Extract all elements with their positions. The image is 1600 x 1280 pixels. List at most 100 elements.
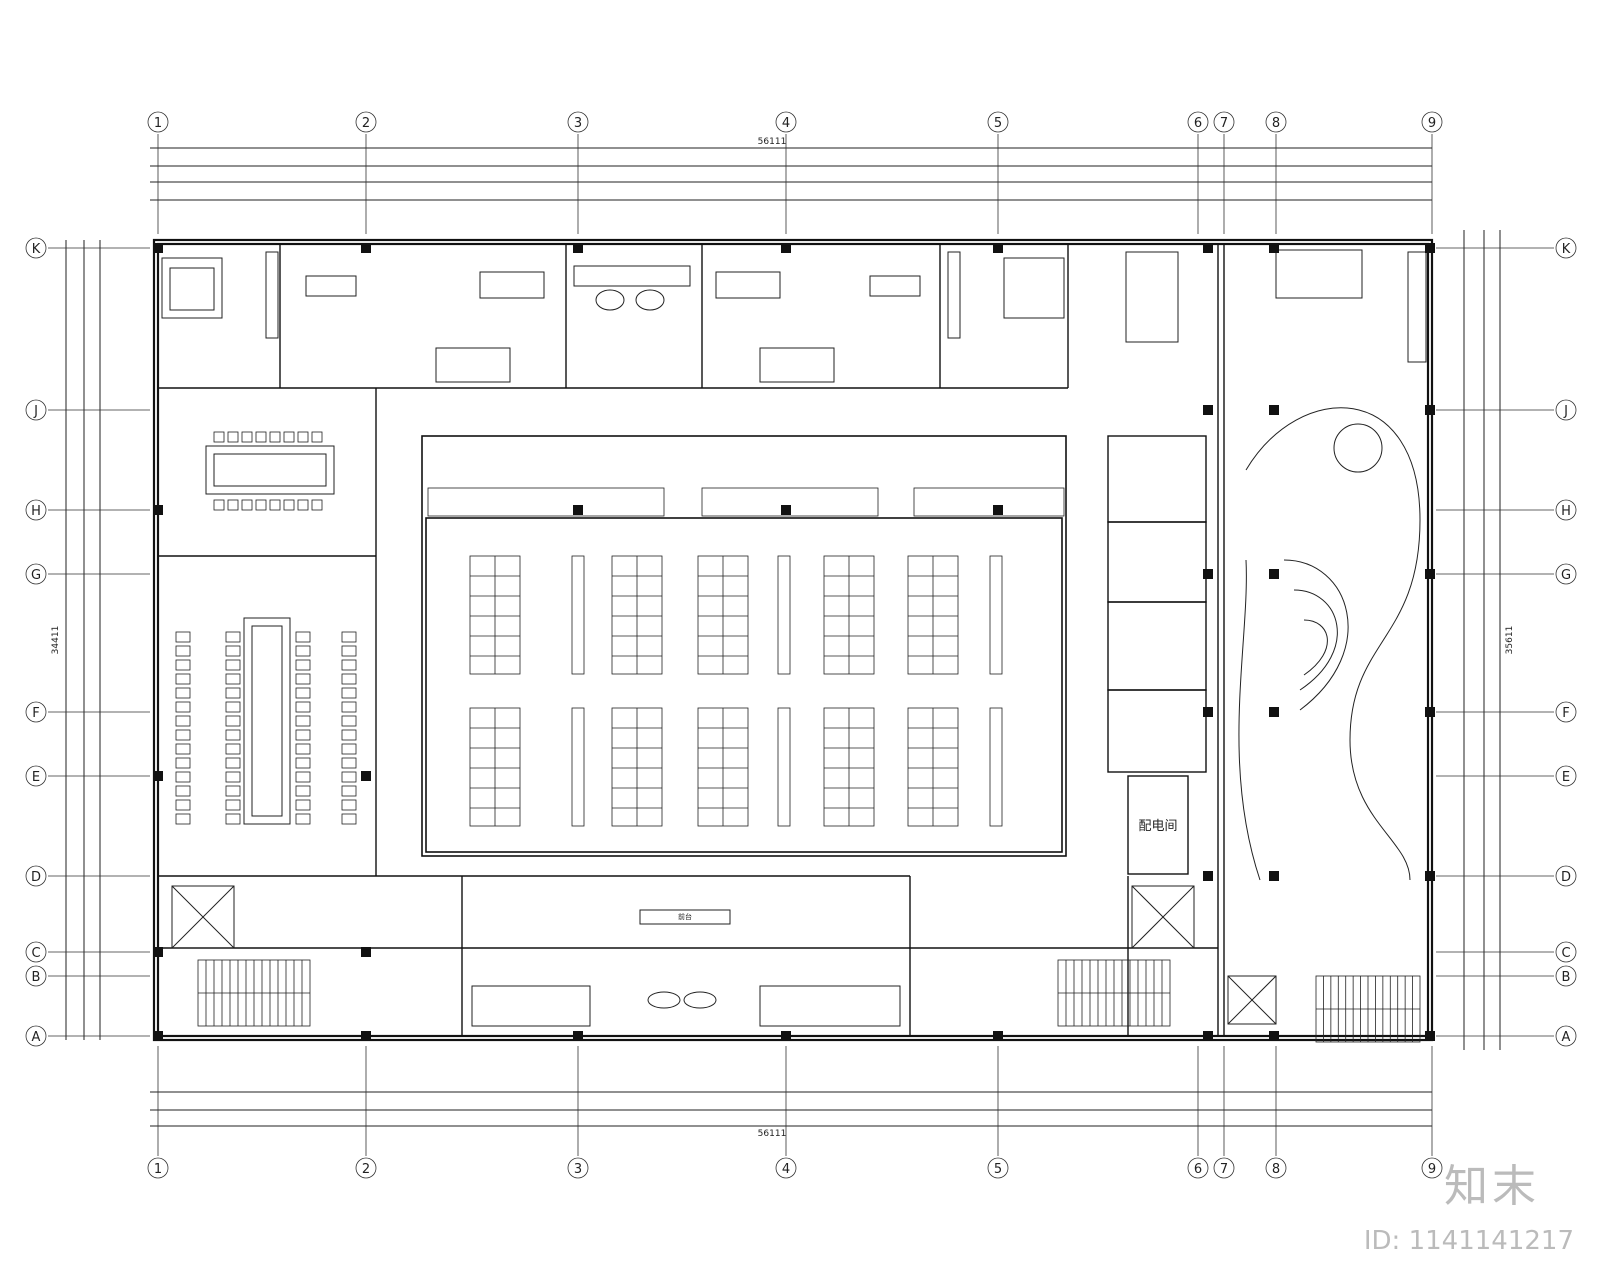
overall-dim-left: 34411 xyxy=(51,626,61,655)
chair xyxy=(213,499,225,511)
chair xyxy=(311,499,323,511)
grid-label-col: 1 xyxy=(154,1162,162,1177)
grid-bubble-row xyxy=(1555,765,1577,787)
chair xyxy=(225,757,241,769)
grid-bubble-col xyxy=(1187,1157,1209,1179)
reception-desk-label: 前台 xyxy=(678,912,692,921)
grid-bubble-col xyxy=(355,111,377,133)
chair xyxy=(295,743,311,755)
grid-label-col: 5 xyxy=(994,116,1002,131)
chair xyxy=(255,431,267,443)
grid-label-col: 4 xyxy=(782,1162,790,1177)
grid-label-row: G xyxy=(31,568,41,583)
watermark-logo: 知末 xyxy=(1444,1161,1540,1212)
grid-bubble-col xyxy=(1421,111,1443,133)
grid-bubble-col xyxy=(775,111,797,133)
chair xyxy=(295,799,311,811)
grid-bubble-row xyxy=(1555,499,1577,521)
chair xyxy=(225,645,241,657)
structural-column xyxy=(573,1031,583,1041)
structural-column xyxy=(361,771,371,781)
chair xyxy=(341,743,357,755)
grid-bubble-row xyxy=(25,765,47,787)
structural-column xyxy=(153,1031,163,1041)
grid-bubble-row xyxy=(1555,563,1577,585)
chair xyxy=(225,687,241,699)
grid-bubble-row xyxy=(1555,941,1577,963)
chair xyxy=(175,785,191,797)
structural-column xyxy=(153,771,163,781)
chair xyxy=(295,729,311,741)
reception-area xyxy=(471,909,901,1027)
chair xyxy=(225,701,241,713)
grid-label-col: 6 xyxy=(1194,1162,1202,1177)
grid-label-row: K xyxy=(1562,242,1571,257)
grid-bubble-row xyxy=(1555,1025,1577,1047)
bottom-dimensions xyxy=(150,1091,1432,1127)
structural-column xyxy=(153,243,163,253)
structural-column xyxy=(1203,871,1213,881)
chair xyxy=(175,659,191,671)
elevators xyxy=(171,885,1277,1025)
chair xyxy=(283,431,295,443)
left-rooms xyxy=(158,388,462,877)
grid-bubble-col xyxy=(147,1157,169,1179)
grid-bubble-col xyxy=(1421,1157,1443,1179)
grid-label-col: 6 xyxy=(1194,116,1202,131)
grid-label-row: C xyxy=(1561,946,1570,961)
overall-dim-right: 35611 xyxy=(1505,626,1515,655)
structural-column xyxy=(1269,569,1279,579)
chair xyxy=(225,729,241,741)
chair xyxy=(175,687,191,699)
structural-column xyxy=(1269,405,1279,415)
grid-label-row: K xyxy=(32,242,41,257)
grid-label-col: 5 xyxy=(994,1162,1002,1177)
chair xyxy=(227,431,239,443)
grid-label-col: 3 xyxy=(574,1162,582,1177)
structural-column xyxy=(573,243,583,253)
chair xyxy=(269,499,281,511)
grid-label-row: J xyxy=(1563,404,1568,419)
chair xyxy=(295,687,311,699)
chair xyxy=(295,701,311,713)
chair xyxy=(213,431,225,443)
chair xyxy=(295,659,311,671)
structural-column xyxy=(361,947,371,957)
grid-bubble-row xyxy=(25,941,47,963)
grid-bubble-row xyxy=(1555,865,1577,887)
grid-bubble-row xyxy=(25,865,47,887)
storage-cabinet xyxy=(777,707,791,827)
structural-column xyxy=(993,1031,1003,1041)
workstation-clusters xyxy=(469,555,1003,827)
chair xyxy=(175,771,191,783)
structural-column xyxy=(1203,569,1213,579)
planters xyxy=(427,487,1065,517)
chair xyxy=(255,499,267,511)
grid-label-row: A xyxy=(1562,1030,1571,1045)
grid-label-row: H xyxy=(1561,504,1571,519)
chair xyxy=(175,645,191,657)
chair xyxy=(295,715,311,727)
grid-bubble-col xyxy=(987,111,1009,133)
right-offices xyxy=(1107,435,1207,875)
structural-column xyxy=(153,947,163,957)
structural-column xyxy=(1203,405,1213,415)
grid-bubble-col xyxy=(1265,111,1287,133)
grid-label-row: F xyxy=(32,706,39,721)
chair xyxy=(311,431,323,443)
chair xyxy=(341,659,357,671)
chair xyxy=(225,785,241,797)
grid-label-row: B xyxy=(32,970,41,985)
grid-label-row: H xyxy=(31,504,41,519)
chair xyxy=(241,499,253,511)
chair xyxy=(225,631,241,643)
grid-label-col: 7 xyxy=(1220,1162,1228,1177)
chair xyxy=(225,771,241,783)
structural-column xyxy=(1425,243,1435,253)
side-dimensions xyxy=(65,230,1501,1050)
stairs xyxy=(197,959,1421,1043)
chair xyxy=(175,701,191,713)
chair xyxy=(175,729,191,741)
chair xyxy=(297,499,309,511)
